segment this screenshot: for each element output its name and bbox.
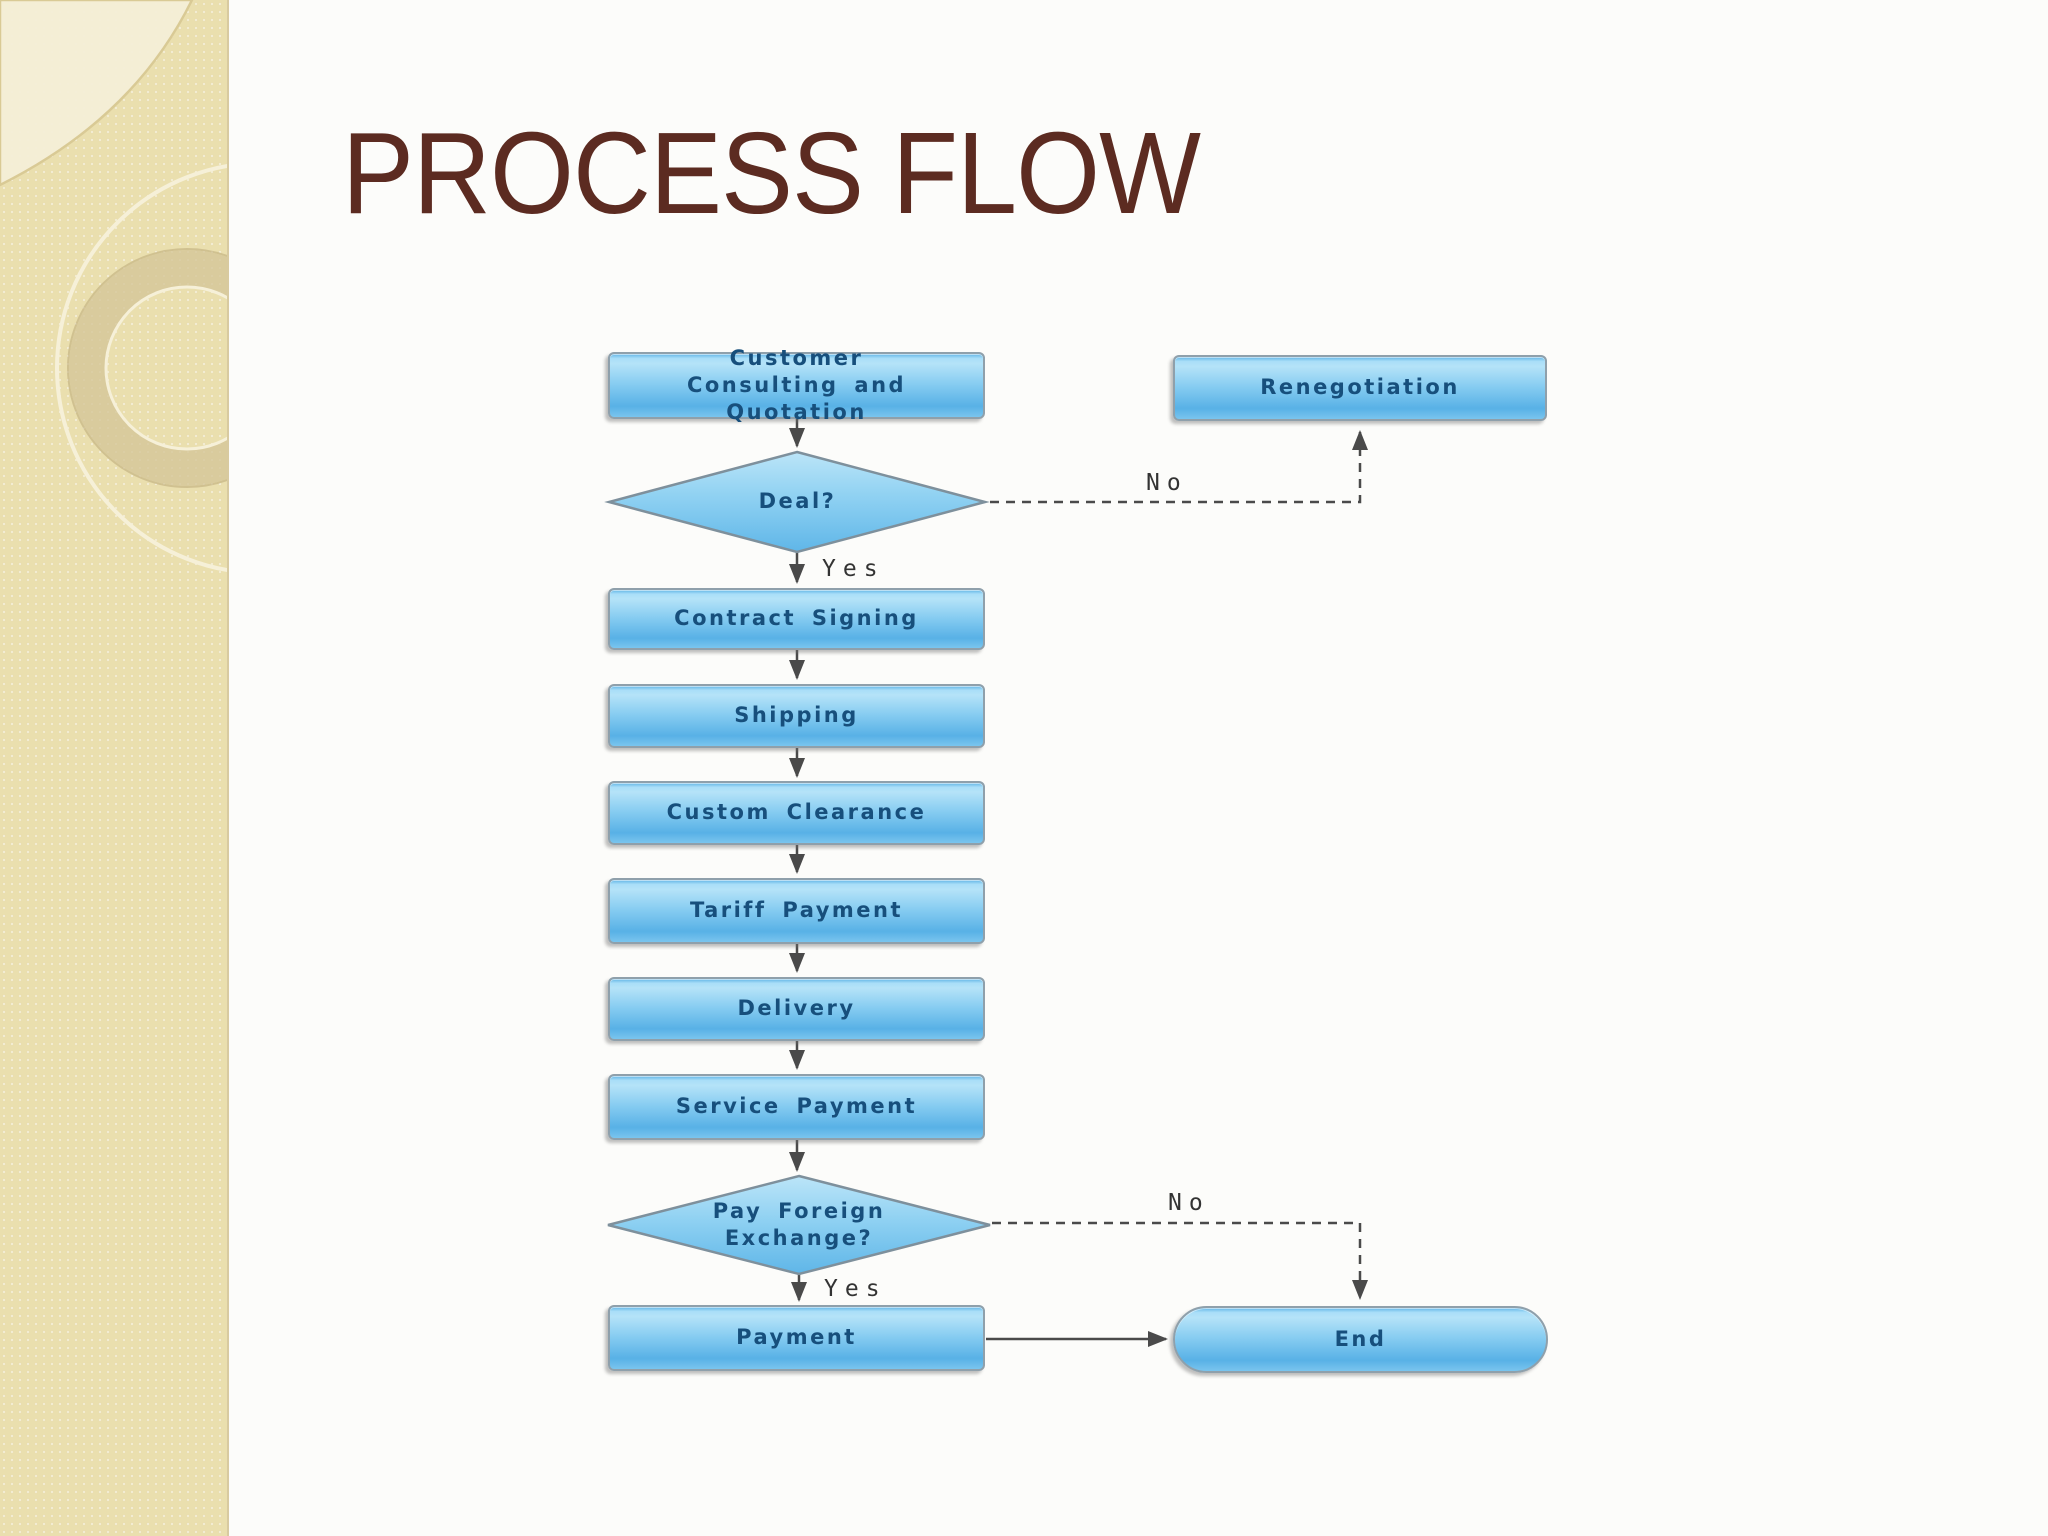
node-custom-clearance: Custom Clearance [608,781,985,845]
node-deal-label: Deal? [758,489,837,514]
sidebar-ring [69,250,227,486]
arrow-payfx-no-to-end [992,1221,1368,1300]
sidebar-ring-inner-line [104,285,227,451]
node-end: End [1173,1306,1548,1373]
node-shipping: Shipping [608,684,985,748]
edge-label-deal-yes: Yes [822,556,885,582]
sidebar-ring-outer-line [67,248,227,488]
sidebar-art [0,0,227,573]
page-title: PROCESS FLOW [342,108,1201,238]
node-service-payment: Service Payment [608,1074,985,1140]
node-pay-foreign-exchange-label: Pay Foreign Exchange? [712,1198,886,1250]
node-renegotiation: Renegotiation [1173,355,1547,421]
node-payment: Payment [608,1305,985,1371]
sidebar-thin-circle [55,163,227,573]
edge-label-deal-no: No [1146,470,1188,496]
edge-label-payfx-no: No [1168,1190,1210,1216]
node-tariff-payment: Tariff Payment [608,878,985,944]
sidebar-decoration [0,0,229,1536]
sidebar-leaf-shape [0,0,194,187]
node-contract-signing: Contract Signing [608,588,985,650]
node-customer-consulting: Customer Consulting and Quotation [608,346,985,424]
node-delivery: Delivery [608,977,985,1041]
edge-label-payfx-yes: Yes [824,1276,887,1302]
